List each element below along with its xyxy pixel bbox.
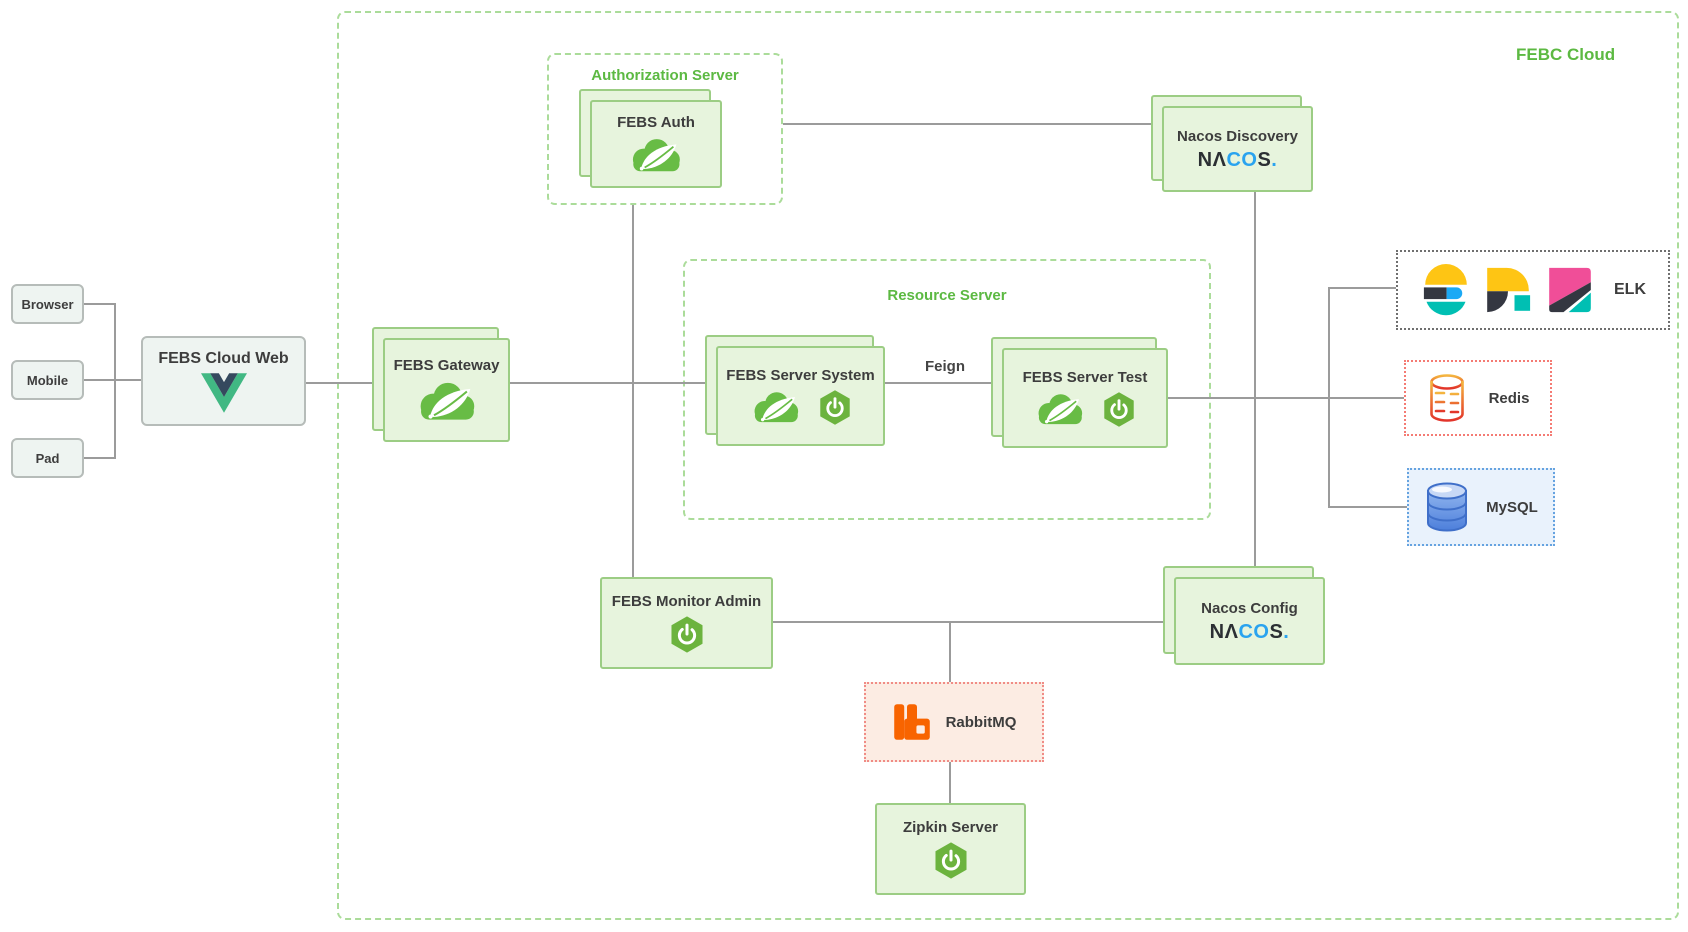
group-authorization-server: Authorization Server — [547, 53, 783, 205]
redis-icon — [1429, 374, 1464, 422]
client-pad-box: Pad — [11, 438, 84, 478]
connector-line — [632, 205, 634, 578]
node-febs-gateway: FEBS Gateway — [372, 327, 510, 442]
node-zipkin-server: Zipkin Server — [875, 803, 1026, 895]
logstash-icon — [1487, 267, 1531, 313]
node-label: FEBS Gateway — [393, 357, 500, 374]
connector-line — [306, 382, 383, 384]
spring-cloud-icon — [1038, 394, 1083, 425]
connector-line — [949, 762, 951, 804]
connector-line — [508, 382, 720, 384]
node-febs-server-system: FEBS Server System — [705, 335, 885, 446]
group-title: Resource Server — [887, 287, 1007, 304]
group-resource-server: Resource Server — [683, 259, 1211, 520]
spring-boot-icon — [819, 389, 850, 425]
connector-line — [114, 303, 116, 459]
node-rabbitmq: RabbitMQ — [864, 682, 1044, 762]
node-label: ELK — [1614, 281, 1646, 298]
nacos-logo: NΛCOS. — [1197, 149, 1278, 171]
connector-line — [1254, 192, 1256, 577]
node-nacos-discovery: Nacos Discovery NΛCOS. — [1151, 95, 1313, 192]
node-febs-server-test: FEBS Server Test — [991, 337, 1168, 448]
client-pad-label: Pad — [35, 450, 60, 466]
client-browser-box: Browser — [11, 284, 84, 324]
connector-line — [1168, 397, 1406, 399]
spring-boot-icon — [1104, 391, 1134, 427]
node-mysql: MySQL — [1407, 468, 1555, 546]
mysql-icon — [1427, 482, 1468, 532]
connector-line — [84, 457, 116, 459]
node-nacos-config: Nacos Config NΛCOS. — [1163, 566, 1325, 665]
kibana-icon — [1549, 267, 1591, 313]
rabbitmq-icon — [893, 704, 930, 740]
spring-cloud-icon — [420, 382, 474, 420]
connector-line — [773, 621, 1176, 623]
connector-line — [84, 379, 141, 381]
connector-line — [1328, 287, 1398, 289]
node-label: RabbitMQ — [945, 713, 1017, 731]
node-label: Nacos Config — [1201, 600, 1298, 617]
node-febs-monitor-admin: FEBS Monitor Admin — [600, 577, 773, 669]
node-label: FEBS Server Test — [1022, 368, 1148, 386]
connector-line — [1328, 506, 1409, 508]
node-label: FEBS Cloud Web — [158, 349, 289, 367]
febc-cloud-title: FEBC Cloud — [1516, 45, 1616, 64]
connector-line — [783, 123, 1155, 125]
node-febs-auth: FEBS Auth — [579, 89, 722, 188]
node-elk: ELK — [1396, 250, 1670, 330]
vue-logo-icon — [200, 372, 247, 413]
febc-cloud-boundary — [337, 11, 1679, 920]
node-label: FEBS Server System — [726, 366, 875, 384]
spring-cloud-icon — [632, 139, 680, 172]
spring-boot-icon — [670, 615, 703, 653]
node-label: FEBS Auth — [617, 114, 695, 131]
group-title: Authorization Server — [591, 67, 739, 84]
connector-line — [949, 621, 951, 682]
feign-label: Feign — [925, 358, 965, 375]
connector-line — [1328, 287, 1330, 508]
nacos-logo: NΛCOS. — [1209, 621, 1290, 643]
client-browser-label: Browser — [21, 296, 74, 312]
node-label: FEBS Monitor Admin — [611, 592, 762, 610]
node-label: MySQL — [1486, 498, 1538, 516]
spring-boot-icon — [934, 841, 967, 879]
client-mobile-box: Mobile — [11, 360, 84, 400]
node-label: Redis — [1488, 389, 1530, 407]
node-febs-cloud-web: FEBS Cloud Web — [141, 336, 306, 426]
connector-line — [84, 303, 116, 305]
node-label: Zipkin Server — [902, 818, 999, 836]
node-label: Nacos Discovery — [1177, 128, 1298, 145]
client-mobile-label: Mobile — [26, 372, 69, 388]
elasticsearch-icon — [1423, 264, 1467, 316]
spring-cloud-icon — [754, 392, 798, 423]
connector-line — [885, 382, 1005, 384]
node-redis: Redis — [1404, 360, 1552, 436]
